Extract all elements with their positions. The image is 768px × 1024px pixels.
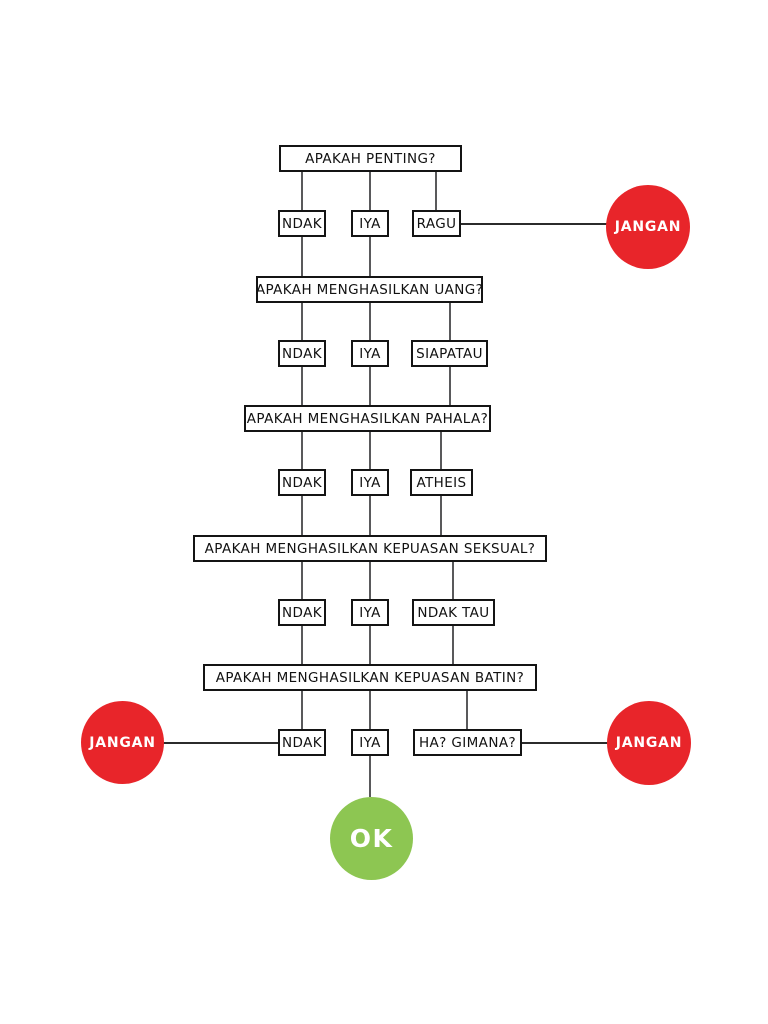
connector-line	[461, 223, 607, 225]
answer-box-ndak: NDAK	[278, 729, 326, 756]
question-box-uang: APAKAH MENGHASILKAN UANG?	[256, 276, 483, 303]
answer-box-iya: IYA	[351, 599, 389, 626]
connector-line	[369, 432, 371, 469]
outcome-jangan-circle-bottom-left: JANGAN	[81, 701, 164, 784]
connector-line	[452, 626, 454, 664]
connector-line	[301, 237, 303, 276]
answer-box-iya: IYA	[351, 340, 389, 367]
answer-box-ragu: RAGU	[412, 210, 461, 237]
connector-line	[301, 172, 303, 210]
connector-line	[449, 303, 451, 340]
answer-box-iya: IYA	[351, 469, 389, 496]
connector-line	[163, 742, 278, 744]
answer-box-atheis: ATHEIS	[410, 469, 473, 496]
answer-box-ndak: NDAK	[278, 469, 326, 496]
connector-line	[440, 496, 442, 535]
connector-line	[301, 562, 303, 599]
connector-line	[452, 562, 454, 599]
connector-line	[369, 303, 371, 340]
connector-line	[369, 626, 371, 664]
answer-box-ndak: NDAK	[278, 599, 326, 626]
outcome-jangan-circle-top-right: JANGAN	[606, 185, 690, 269]
connector-line	[301, 432, 303, 469]
connector-line	[301, 496, 303, 535]
connector-line	[369, 691, 371, 729]
answer-box-ha-gimana: HA? GIMANA?	[413, 729, 522, 756]
connector-line	[435, 172, 437, 210]
question-box-kepuasan-seksual: APAKAH MENGHASILKAN KEPUASAN SEKSUAL?	[193, 535, 547, 562]
connector-line	[369, 172, 371, 210]
connector-line	[369, 367, 371, 405]
connector-line	[369, 756, 371, 797]
answer-box-iya: IYA	[351, 729, 389, 756]
outcome-ok-circle: OK	[330, 797, 413, 880]
question-box-pahala: APAKAH MENGHASILKAN PAHALA?	[244, 405, 491, 432]
answer-box-ndak-tau: NDAK TAU	[412, 599, 495, 626]
connector-line	[440, 432, 442, 469]
connector-line	[466, 691, 468, 729]
connector-line	[369, 496, 371, 535]
answer-box-siapatau: SIAPATAU	[411, 340, 488, 367]
question-box-penting: APAKAH PENTING?	[279, 145, 462, 172]
connector-line	[449, 367, 451, 405]
connector-line	[301, 367, 303, 405]
connector-line	[369, 237, 371, 276]
connector-line	[301, 303, 303, 340]
answer-box-iya: IYA	[351, 210, 389, 237]
answer-box-ndak: NDAK	[278, 340, 326, 367]
connector-line	[369, 562, 371, 599]
outcome-jangan-circle-bottom-right: JANGAN	[607, 701, 691, 785]
question-box-kepuasan-batin: APAKAH MENGHASILKAN KEPUASAN BATIN?	[203, 664, 537, 691]
connector-line	[301, 626, 303, 664]
answer-box-ndak: NDAK	[278, 210, 326, 237]
connector-line	[301, 691, 303, 729]
connector-line	[522, 742, 608, 744]
